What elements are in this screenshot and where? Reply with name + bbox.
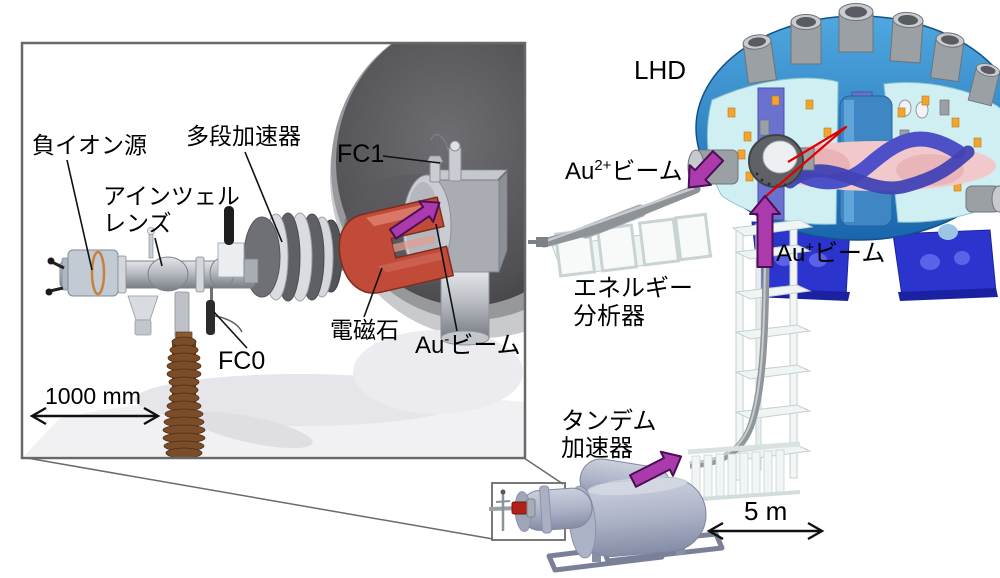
label-au2plus-beam: Au2+ビーム	[565, 158, 683, 185]
floor-shadows	[24, 330, 524, 456]
pipe-neck	[243, 258, 259, 284]
inset-leader-lines	[66, 151, 458, 349]
lhd-3d	[687, 3, 1000, 301]
leader-au-minus-beam	[435, 223, 458, 332]
scale-bar-5m	[706, 521, 825, 541]
pump-cylinder	[134, 319, 152, 336]
valve-handle	[224, 206, 234, 245]
label-multistage-accelerator: 多段加速器	[186, 123, 301, 149]
chamber-support-cylinder	[440, 271, 490, 346]
au-plus-beam-arrow	[749, 195, 781, 268]
insulator-stem	[174, 291, 190, 339]
multistage-accelerator-3d	[243, 212, 351, 302]
inset-frame	[20, 41, 527, 460]
leader-fc0	[213, 311, 248, 349]
label-electromagnet: 電磁石	[330, 317, 399, 343]
lhd-support-legs	[751, 221, 998, 301]
label-scale-5m: 5 m	[744, 496, 788, 526]
fc1-3d	[426, 140, 462, 183]
label-lhd: LHD	[634, 55, 687, 85]
tandem-ion-source-3d	[488, 489, 536, 531]
label-au-plus-beam: Au+ビーム	[776, 240, 886, 267]
detector-ring-3d	[748, 134, 815, 188]
lhd-side-ports	[687, 149, 1000, 240]
inset-content	[24, 44, 524, 457]
label-scale-1000mm: 1000 mm	[45, 383, 141, 409]
energy-analyzer-3d	[528, 184, 713, 278]
tandem-exit-beam-arrow	[629, 450, 683, 488]
walkway-3d	[687, 441, 801, 502]
leader-einzel-lens	[154, 237, 163, 267]
electromagnet-3d	[338, 196, 454, 294]
chamber-wire	[430, 133, 449, 151]
callout-line-top	[523, 457, 564, 485]
leader-fc1	[382, 155, 441, 164]
label-fc0: FC0	[218, 347, 266, 375]
valve-block	[217, 242, 245, 278]
label-au-minus-beam: Au-ビーム	[415, 332, 521, 359]
vertical-beam-duct	[689, 239, 770, 469]
label-tandem-accelerator: タンデム 加速器	[561, 408, 657, 462]
beamline-3d	[45, 206, 259, 339]
label-fc1: FC1	[337, 140, 385, 168]
au2plus-beam-arrow	[687, 150, 725, 189]
lhd-top-ports	[742, 3, 1000, 107]
tandem-accelerator-3d	[488, 458, 725, 573]
label-negative-ion-source: 負イオン源	[32, 132, 147, 158]
label-einzel-lens: アインツェル レンズ	[103, 183, 240, 236]
leader-electromagnet	[363, 267, 383, 318]
lhd-helical-coil-back	[783, 145, 975, 195]
red-beam-path	[764, 125, 848, 198]
label-energy-analyzer: エネルギー 分析器	[573, 275, 693, 330]
au-minus-beam-arrow	[388, 200, 441, 240]
hv-insulator-3d	[162, 331, 206, 457]
scale-bar-1000mm	[29, 406, 161, 426]
callout-line-bottom	[26, 457, 494, 540]
leader-multistage-accelerator	[244, 151, 283, 243]
leader-negative-ion-source	[66, 159, 93, 271]
